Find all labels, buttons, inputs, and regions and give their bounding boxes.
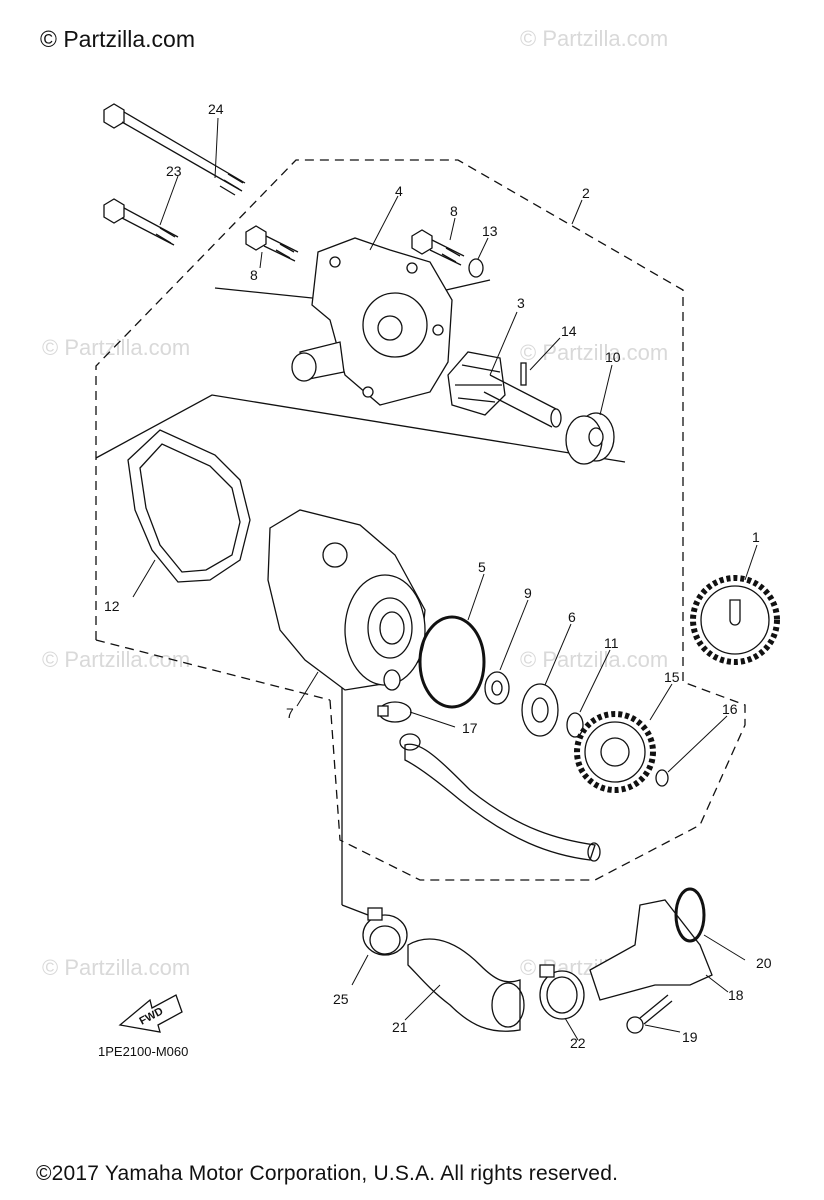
callout-24: 24 [208, 101, 224, 117]
impeller-3 [447, 351, 562, 428]
pipe-18 [589, 899, 713, 1001]
callout-25: 25 [333, 991, 349, 1007]
watermark: © Partzilla.com [42, 647, 191, 672]
bolt-8-right [411, 229, 465, 266]
washer-13 [468, 258, 484, 278]
o-ring-5 [418, 615, 486, 709]
callout-2: 2 [582, 185, 590, 201]
callout-22: 22 [570, 1035, 586, 1051]
o-ring-20 [674, 887, 706, 943]
oil-seal-10 [565, 412, 615, 465]
callout-5: 5 [478, 559, 486, 575]
callout-16: 16 [722, 701, 738, 717]
callout-17: 17 [462, 720, 478, 736]
callout-21: 21 [392, 1019, 408, 1035]
callout-14: 14 [561, 323, 577, 339]
bearing-9 [484, 671, 510, 705]
gasket-12 [127, 429, 251, 583]
callout-6: 6 [568, 609, 576, 625]
hose-21 [407, 938, 521, 1032]
bolt-24 [103, 103, 246, 196]
fwd-label: FWD [138, 1005, 166, 1027]
callout-labels: 24 23 4 2 8 13 8 3 14 10 1 5 9 6 11 15 1… [104, 101, 772, 1051]
gear-15 [574, 711, 656, 793]
callout-23: 23 [166, 163, 182, 179]
watermark: © Partzilla.com [520, 26, 669, 51]
copyright-notice: ©2017 Yamaha Motor Corporation, U.S.A. A… [36, 1162, 619, 1185]
callout-3: 3 [517, 295, 525, 311]
circlip-16 [655, 769, 669, 787]
clamp-22 [539, 964, 585, 1020]
callout-19: 19 [682, 1029, 698, 1045]
watermark: © Partzilla.com [520, 647, 669, 672]
bolt-19 [626, 994, 673, 1034]
bolt-8-left [245, 225, 299, 262]
callout-7: 7 [286, 705, 294, 721]
watermark: © Partzilla.com [42, 335, 191, 360]
callout-1: 1 [752, 529, 760, 545]
pump-housing-7 [267, 509, 426, 691]
bolt-23 [103, 198, 179, 246]
callout-12: 12 [104, 598, 120, 614]
callout-4: 4 [395, 183, 403, 199]
callout-8: 8 [450, 203, 458, 219]
callout-10: 10 [605, 349, 621, 365]
callout-11: 11 [604, 635, 619, 651]
callout-13: 13 [482, 223, 498, 239]
clamp-25 [362, 907, 408, 956]
hose [404, 743, 596, 861]
fwd-arrow-icon [118, 994, 183, 1033]
pump-cover-4 [291, 237, 453, 406]
clamp-17 [377, 701, 412, 723]
partzilla-brand: © Partzilla.com [40, 26, 195, 52]
callout-15: 15 [664, 669, 680, 685]
pin-14 [520, 362, 527, 386]
watermark: © Partzilla.com [520, 340, 669, 365]
bearing-6 [521, 683, 559, 737]
callout-8: 8 [250, 267, 258, 283]
gear-1 [690, 575, 780, 665]
callout-18: 18 [728, 987, 744, 1003]
washer-11 [566, 712, 584, 738]
callout-9: 9 [524, 585, 532, 601]
diagram-code: 1PE2100-M060 [98, 1044, 189, 1059]
watermark: © Partzilla.com [42, 955, 191, 980]
callout-20: 20 [756, 955, 772, 971]
assembly-boundary [95, 159, 746, 881]
